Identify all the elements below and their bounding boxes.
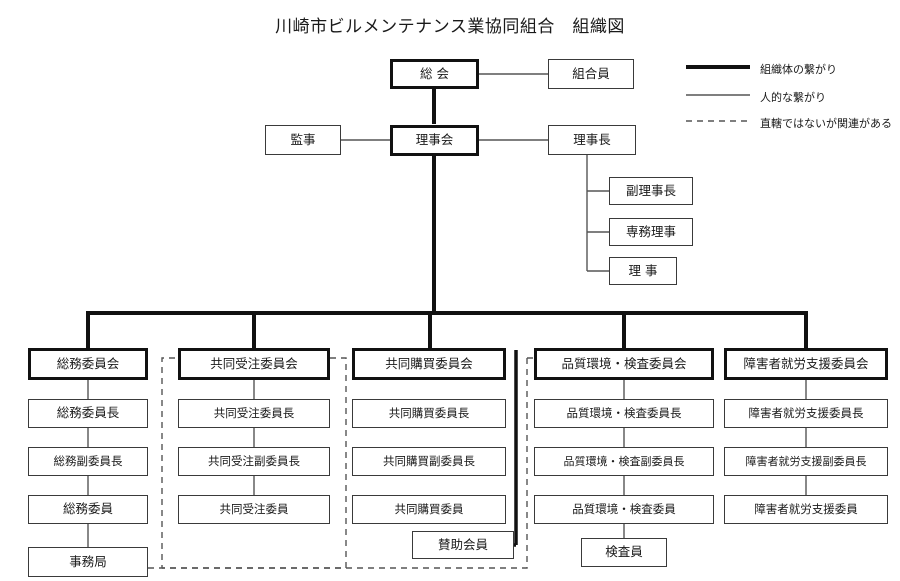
node-disability-employment-member[interactable]: 障害者就労支援委員 [724, 495, 888, 524]
node-joint-purchase-chair[interactable]: 共同購買委員長 [352, 399, 506, 428]
dashed-link-right-spine [162, 358, 528, 569]
legend-label-dashed: 直轄ではないが関連がある [760, 117, 892, 130]
node-committee-disability-employment[interactable]: 障害者就労支援委員会 [724, 348, 888, 380]
node-joint-purchase-member[interactable]: 共同購買委員 [352, 495, 506, 524]
node-general-affairs-chair[interactable]: 総務委員長 [28, 399, 148, 428]
legend-label-thick: 組織体の繋がり [760, 63, 837, 76]
node-joint-order-chair[interactable]: 共同受注委員長 [178, 399, 330, 428]
node-general-meeting[interactable]: 総 会 [390, 59, 479, 89]
node-committee-quality-inspection[interactable]: 品質環境・検査委員会 [534, 348, 714, 380]
node-quality-inspection-chair[interactable]: 品質環境・検査委員長 [534, 399, 714, 428]
node-disability-employment-chair[interactable]: 障害者就労支援委員長 [724, 399, 888, 428]
node-director[interactable]: 理 事 [609, 257, 677, 285]
node-auditor[interactable]: 監事 [265, 125, 341, 155]
dashed-link-middle [162, 357, 347, 569]
node-committee-joint-purchase[interactable]: 共同購買委員会 [352, 348, 506, 380]
node-board[interactable]: 理事会 [390, 125, 479, 156]
node-quality-inspection-vice-chair[interactable]: 品質環境・検査副委員長 [534, 447, 714, 476]
dashed-link-left [148, 357, 178, 569]
node-members[interactable]: 組合員 [548, 59, 634, 89]
node-quality-inspection-member[interactable]: 品質環境・検査委員 [534, 495, 714, 524]
node-inspector[interactable]: 検査員 [581, 538, 667, 567]
node-joint-order-vice-chair[interactable]: 共同受注副委員長 [178, 447, 330, 476]
page-title: 川崎市ビルメンテナンス業協同組合 組織図 [275, 17, 625, 37]
node-managing-director[interactable]: 専務理事 [609, 218, 693, 246]
legend-label-thin: 人的な繋がり [760, 91, 826, 104]
node-committee-general-affairs[interactable]: 総務委員会 [28, 348, 148, 380]
node-general-affairs-vice-chair[interactable]: 総務副委員長 [28, 447, 148, 476]
node-disability-employment-vice-chair[interactable]: 障害者就労支援副委員長 [724, 447, 888, 476]
node-supporting-member[interactable]: 賛助会員 [412, 531, 514, 559]
node-joint-purchase-vice-chair[interactable]: 共同購買副委員長 [352, 447, 506, 476]
node-committee-joint-order[interactable]: 共同受注委員会 [178, 348, 330, 380]
node-joint-order-member[interactable]: 共同受注委員 [178, 495, 330, 524]
node-chairman[interactable]: 理事長 [548, 125, 636, 155]
node-vice-chairman[interactable]: 副理事長 [609, 177, 693, 205]
node-general-affairs-member[interactable]: 総務委員 [28, 495, 148, 524]
node-secretariat[interactable]: 事務局 [28, 547, 148, 577]
